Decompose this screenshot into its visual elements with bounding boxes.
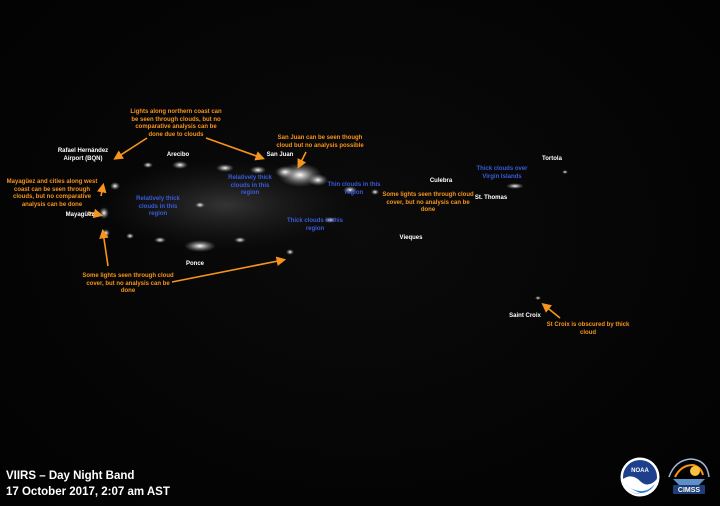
- label-mayaguez: Mayagüez: [65, 212, 95, 218]
- annotation-south-lights: Some lights seen through cloud cover, bu…: [82, 273, 174, 294]
- label-tortola: Tortola: [542, 156, 562, 162]
- cimss-logo: CIMSS: [667, 457, 710, 497]
- yauco-lights: [154, 237, 166, 243]
- noaa-logo-graphic: NOAA: [620, 457, 660, 497]
- label-rafael-hernandez-airport: Rafael Hernández Airport (BQN): [57, 148, 109, 162]
- annotation-st-croix: St Croix is obscured by thick cloud: [546, 322, 630, 336]
- annotation-culebra-lights: Some lights seen through cloud cover, bu…: [382, 192, 474, 213]
- arecibo-lights: [172, 161, 188, 169]
- arrow-to-san-juan-coast: [205, 137, 266, 161]
- label-culebra: Culebra: [429, 178, 453, 184]
- san-juan-west-lights: [275, 166, 295, 178]
- cloud-note-south: Thick clouds in this region: [286, 218, 343, 232]
- label-arecibo: Arecibo: [166, 152, 190, 158]
- cimss-logo-graphic: CIMSS: [668, 458, 710, 494]
- label-vieques: Vieques: [399, 235, 423, 241]
- ponce-lights: [184, 240, 216, 252]
- aguadilla-lights: [110, 182, 120, 190]
- noaa-logo-text: NOAA: [631, 468, 649, 474]
- cloud-note-central: Relatively thick clouds in this region: [228, 175, 272, 196]
- lajas-lights: [126, 233, 134, 239]
- fajardo-lights: [343, 186, 357, 194]
- arrow-to-mayaguez: [87, 208, 104, 219]
- cloud-note-virgin-islands: Thick clouds over Virgin Islands: [476, 166, 528, 180]
- cimss-logo-text: CIMSS: [678, 487, 701, 494]
- arrow-to-san-juan: [297, 151, 307, 169]
- cloud-note-east: Thin clouds in this region: [327, 182, 381, 196]
- st-croix-lights: [535, 296, 541, 300]
- arrow-to-west-coast: [97, 182, 107, 197]
- title-line-1: VIIRS – Day Night Band: [6, 470, 135, 482]
- title-line-2: 17 October 2017, 2:07 am AST: [6, 486, 170, 498]
- label-saint-croix: Saint Croix: [509, 313, 541, 319]
- arrow-to-bqn: [113, 137, 148, 160]
- label-ponce: Ponce: [185, 261, 204, 267]
- hatillo-lights: [143, 162, 153, 168]
- cloud-note-west: Relatively thick clouds in this region: [136, 196, 180, 217]
- arrow-to-south-coast: [171, 256, 287, 283]
- label-st-thomas: St. Thomas: [474, 195, 508, 201]
- annotation-san-juan: San Juan can be seen though cloud but no…: [276, 135, 364, 149]
- interior-lights: [195, 202, 205, 208]
- carolina-lights: [308, 174, 328, 186]
- tortola-lights: [562, 170, 568, 174]
- arrow-to-st-croix: [541, 302, 561, 319]
- vega-lights: [250, 166, 266, 174]
- noaa-logo: NOAA: [620, 457, 660, 497]
- ceiba-lights: [371, 189, 379, 195]
- salinas-lights: [234, 237, 246, 243]
- label-san-juan: San Juan: [266, 152, 294, 158]
- annotation-north-coast: Lights along northern coast can be seen …: [130, 109, 222, 138]
- annotation-west-coast: Mayagüez and cities along west coast can…: [6, 179, 98, 208]
- humacao-lights: [324, 217, 336, 223]
- manati-lights: [216, 164, 234, 172]
- guayama-lights: [286, 249, 294, 255]
- arrow-to-cabo-rojo: [99, 228, 109, 267]
- st-thomas-lights: [506, 183, 524, 189]
